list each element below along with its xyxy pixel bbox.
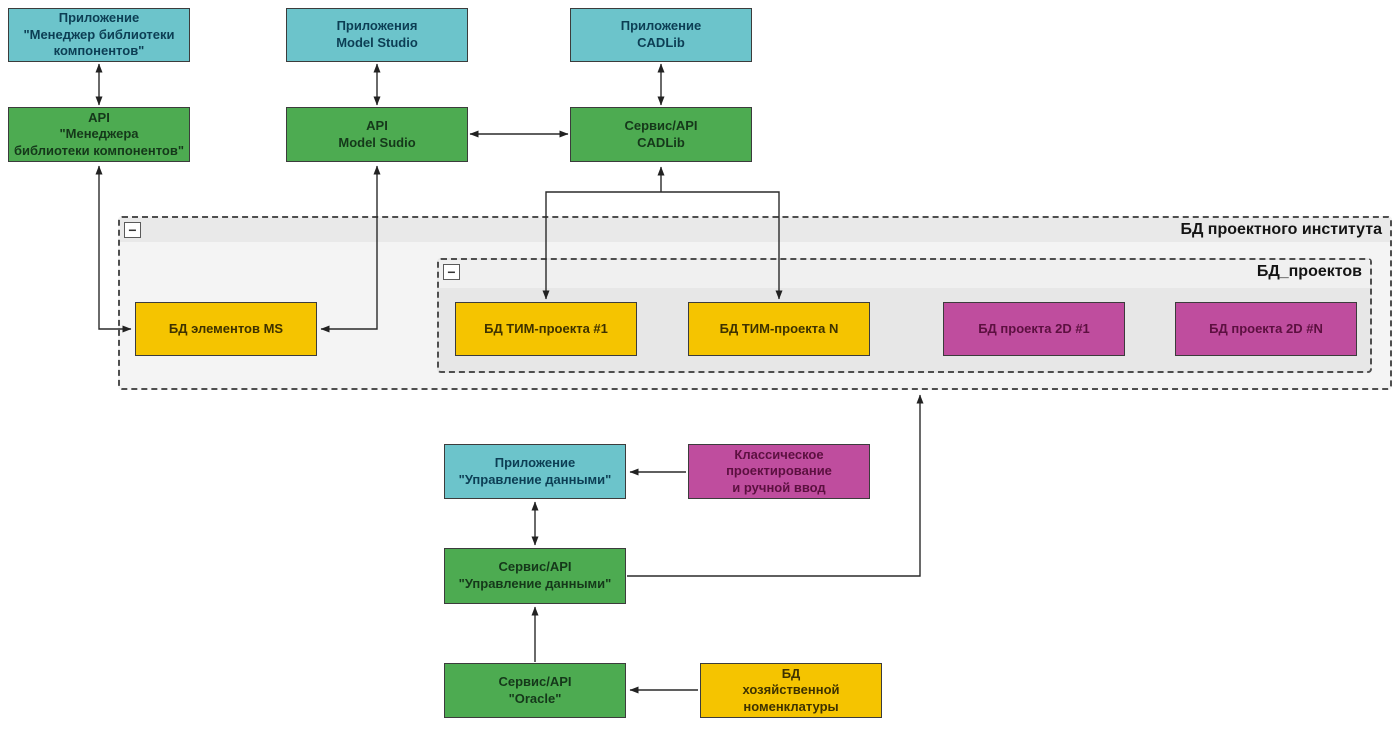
node-api-library-manager: API "Менеджера библиотеки компонентов" (8, 107, 190, 162)
node-db-tim-project-1: БД ТИМ-проекта #1 (455, 302, 637, 356)
container-projects-db-title: БД_проектов (1256, 263, 1362, 280)
node-db-project-2d-1: БД проекта 2D #1 (943, 302, 1125, 356)
node-classic-design: Классическое проектирование и ручной вво… (688, 444, 870, 499)
node-service-data-management: Сервис/API "Управление данными" (444, 548, 626, 604)
node-service-oracle: Сервис/API "Oracle" (444, 663, 626, 718)
node-service-cadlib: Сервис/API CADLib (570, 107, 752, 162)
node-db-elements-ms: БД элементов MS (135, 302, 317, 356)
node-app-cadlib: Приложение CADLib (570, 8, 752, 62)
minus-icon: − (447, 263, 456, 280)
node-db-project-2d-n: БД проекта 2D #N (1175, 302, 1357, 356)
collapse-button-institute-db[interactable]: − (124, 222, 141, 238)
collapse-button-projects-db[interactable]: − (443, 264, 460, 280)
node-api-model-studio: API Model Sudio (286, 107, 468, 162)
node-app-library-manager: Приложение "Менеджер библиотеки компонен… (8, 8, 190, 62)
node-db-tim-project-n: БД ТИМ-проекта N (688, 302, 870, 356)
container-projects-db-header (439, 260, 1370, 288)
minus-icon: − (128, 221, 137, 238)
node-app-model-studio: Приложения Model Studio (286, 8, 468, 62)
node-app-data-management: Приложение "Управление данными" (444, 444, 626, 499)
node-db-nomenclature: БД хозяйственной номенклатуры (700, 663, 882, 718)
container-institute-db-title: БД проектного института (1180, 221, 1382, 238)
